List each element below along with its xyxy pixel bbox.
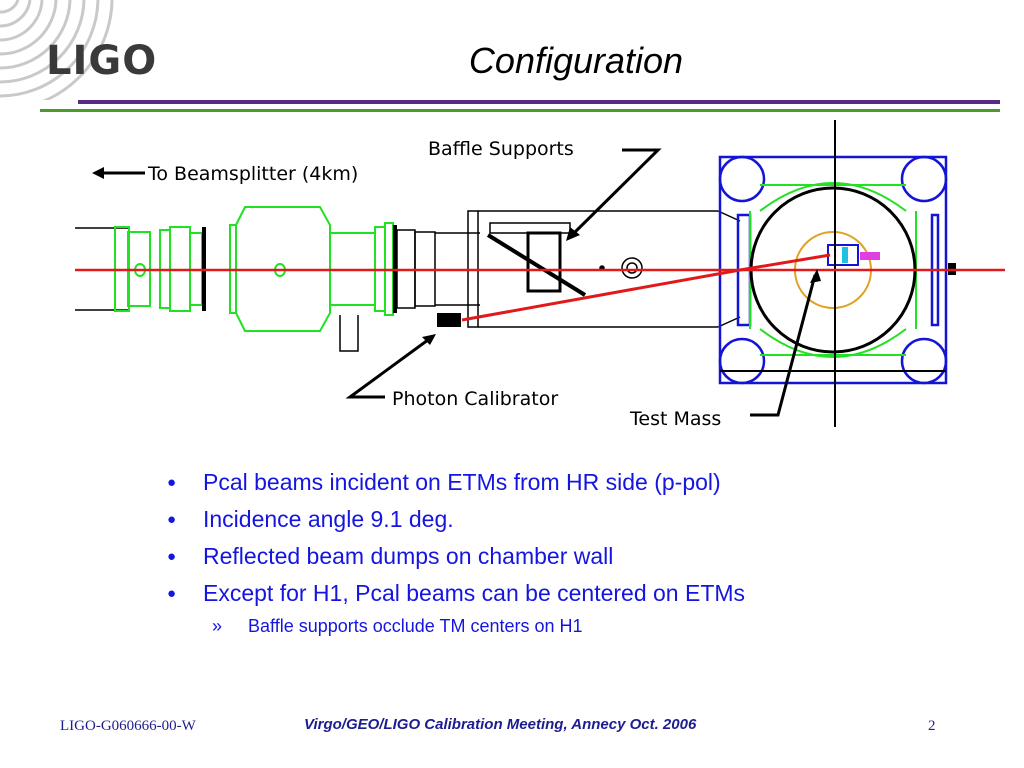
sub-bullet-marker: »: [212, 616, 223, 636]
footer-meeting: Virgo/GEO/LIGO Calibration Meeting, Anne…: [304, 716, 697, 733]
page-number: 2: [928, 718, 936, 734]
ligo-logo: LIGO: [46, 38, 158, 84]
bullet-dot-icon: ●: [167, 511, 177, 528]
bullet-dot-icon: ●: [167, 585, 177, 602]
bullet-dot-icon: ●: [167, 548, 177, 565]
bullet-dot-icon: ●: [167, 474, 177, 491]
logo-arcs: [0, 0, 114, 100]
footer-doc-id: LIGO-G060666-00-W: [60, 718, 196, 734]
photon-calibrator-box: [437, 313, 461, 327]
header-rule-purple: [78, 100, 1000, 104]
bullet-item: ●Reflected beam dumps on chamber wall: [165, 538, 1005, 575]
bullet-item: ●Incidence angle 9.1 deg.: [165, 501, 1005, 538]
slide-title: Configuration: [468, 40, 684, 81]
label-test-mass: Test Mass: [629, 408, 721, 430]
label-photon-calibrator: Photon Calibrator: [392, 388, 558, 410]
laser-beams: [75, 253, 1005, 322]
header-rule-green: [40, 109, 1000, 112]
label-baffle-supports: Baffle Supports: [428, 138, 574, 160]
bullet-item: ●Except for H1, Pcal beams can be center…: [165, 575, 1005, 612]
bullet-item: ●Pcal beams incident on ETMs from HR sid…: [165, 464, 1005, 501]
bullet-list: ●Pcal beams incident on ETMs from HR sid…: [165, 464, 1005, 612]
baffle-chamber: [467, 210, 741, 328]
sub-bullet: » Baffle supports occlude TM centers on H…: [212, 616, 583, 637]
label-to-beamsplitter: To Beamsplitter (4km): [147, 163, 358, 185]
chamber-diagram: To Beamsplitter (4km) Baffle Supports Ph…: [75, 120, 1005, 430]
sub-bullet-text: Baffle supports occlude TM centers on H1: [248, 616, 583, 636]
